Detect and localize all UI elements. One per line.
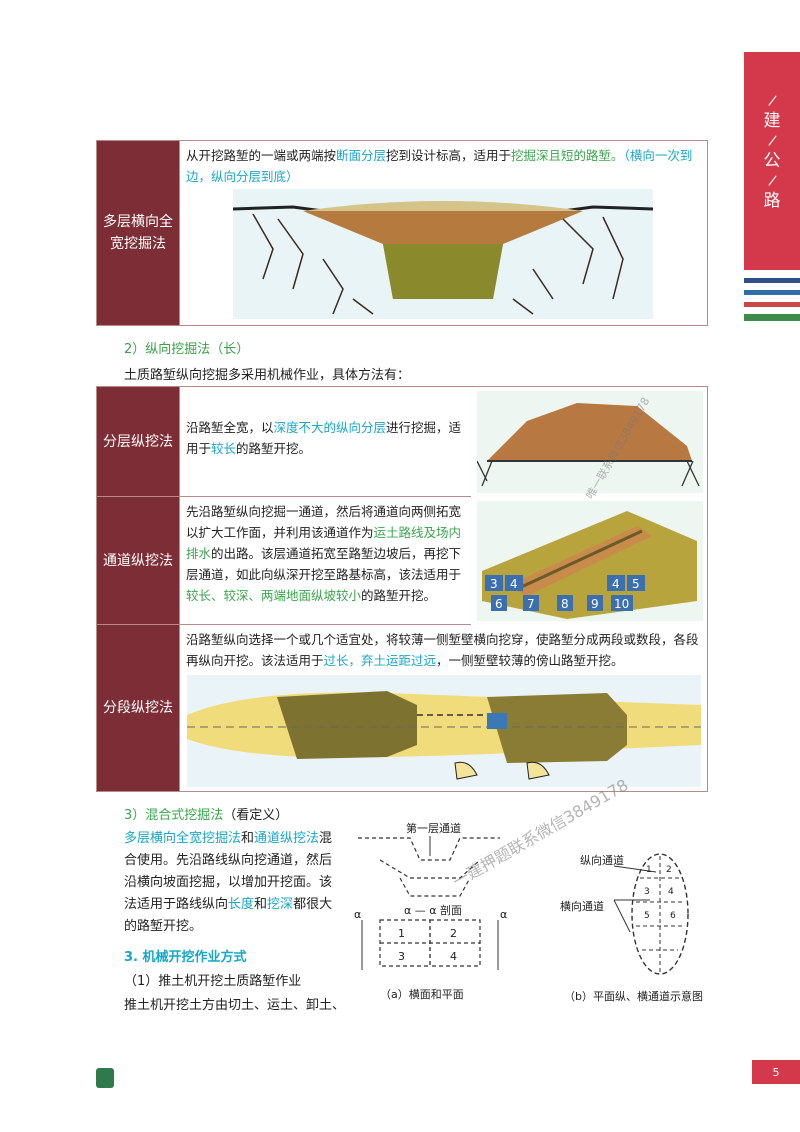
layered-excavation-illustration	[477, 391, 703, 493]
channel-number: 4	[612, 577, 620, 591]
diagram-number: 6	[670, 911, 676, 921]
sub-heading: 3. 机械开挖作业方式	[124, 950, 247, 965]
channel-number: 10	[614, 597, 629, 611]
diagram-label: α — α 剖面	[404, 903, 462, 917]
diagram-caption: （b）平面纵、横通道示意图	[564, 989, 703, 1003]
stripe-blue	[744, 290, 800, 295]
page-number: 5	[752, 1060, 800, 1084]
diagram-label: α	[354, 908, 361, 921]
list-item: （1）推土机开挖土质路堑作业	[124, 974, 302, 989]
row-label: 通道纵挖法	[97, 497, 179, 625]
diagram-number: 1	[398, 927, 405, 940]
list-item-text: 推土机开挖土方由切土、运土、卸土、	[124, 998, 346, 1013]
segmented-excavation-illustration	[187, 675, 701, 787]
diagram-number: 4	[450, 950, 457, 963]
row-description: 从开挖路堑的一端或两端按断面分层挖到设计标高，适用于挖掘深且短的路堑。（横向一次…	[179, 141, 707, 325]
row-description: 沿路堑全宽，以深度不大的纵向分层进行挖掘，适用于较长的路堑开挖。	[179, 387, 471, 497]
diagram-label: 横向通道	[560, 899, 604, 913]
tab-char: 路	[763, 191, 781, 211]
trench-cross-section-illustration	[233, 189, 653, 319]
chapter-tab: / 建 / 公 / 路	[744, 52, 800, 270]
diagram-number: 2	[666, 865, 672, 875]
channel-number: 6	[495, 597, 503, 611]
channel-number: 4	[510, 577, 518, 591]
diagram-number: 1	[646, 865, 652, 875]
diagram-label: 第一层通道	[406, 821, 461, 835]
stripe-blue	[744, 278, 800, 283]
diagram-number: 5	[644, 911, 650, 921]
diagram-label: α	[500, 908, 507, 921]
diagram-label: 纵向通道	[580, 853, 624, 867]
row-description: 沿路堑纵向选择一个或几个适宜处，将较薄一侧堑壁横向挖穿，使路堑分成两段或数段，各…	[179, 625, 707, 791]
stripe-green	[744, 314, 800, 321]
channel-number: 8	[561, 597, 569, 611]
section-heading: 3）混合式挖掘法（看定义）	[124, 808, 289, 823]
diagram-number: 4	[668, 887, 674, 897]
cross-section-diagram: 第一层通道 α — α 剖面 1 2 3 4 α α （a）横面和平面	[354, 821, 507, 1001]
diagram-number: 3	[398, 950, 405, 963]
row-description: 先沿路堑纵向挖掘一通道，然后将通道向两侧拓宽以扩大工作面，并利用该通道作为运土路…	[179, 497, 471, 625]
tab-char: 公	[763, 151, 781, 171]
method-table-2: 分层纵挖法 沿路堑全宽，以深度不大的纵向分层进行挖掘，适用于较长的路堑开挖。 通…	[96, 386, 708, 792]
publisher-logo	[96, 1068, 114, 1088]
row-label: 多层横向全宽挖掘法	[97, 141, 179, 325]
channel-number: 5	[632, 577, 640, 591]
channel-number: 9	[591, 597, 599, 611]
row-label: 分层纵挖法	[97, 387, 179, 497]
diagram-number: 2	[450, 927, 457, 940]
method-table-1: 多层横向全宽挖掘法 从开挖路堑的一端或两端按断面分层挖到设计标高，适用于挖掘深且…	[96, 140, 708, 326]
diagram-number: 3	[644, 887, 650, 897]
channel-number: 7	[527, 597, 535, 611]
stripe-red	[744, 302, 800, 307]
section-intro: 土质路堑纵向挖掘多采用机械作业，具体方法有：	[124, 368, 411, 383]
row-label: 分段纵挖法	[97, 625, 179, 791]
channel-excavation-illustration: 3 4 4 5 6 7 8 9 10	[477, 501, 703, 621]
channel-number: 3	[490, 577, 498, 591]
diagram-caption: （a）横面和平面	[380, 987, 464, 1001]
tab-char: 建	[763, 111, 781, 131]
plan-view-diagram: 纵向通道 横向通道 1 2 3 4 5 6 （b）平面纵、横通道示意图	[560, 853, 703, 1003]
section-heading: 2）纵向挖掘法（长）	[124, 342, 250, 357]
section-paragraph: 多层横向全宽挖掘法和通道纵挖法混合使用。先沿路线纵向挖通道，然后沿横向坡面挖掘，…	[124, 831, 333, 934]
